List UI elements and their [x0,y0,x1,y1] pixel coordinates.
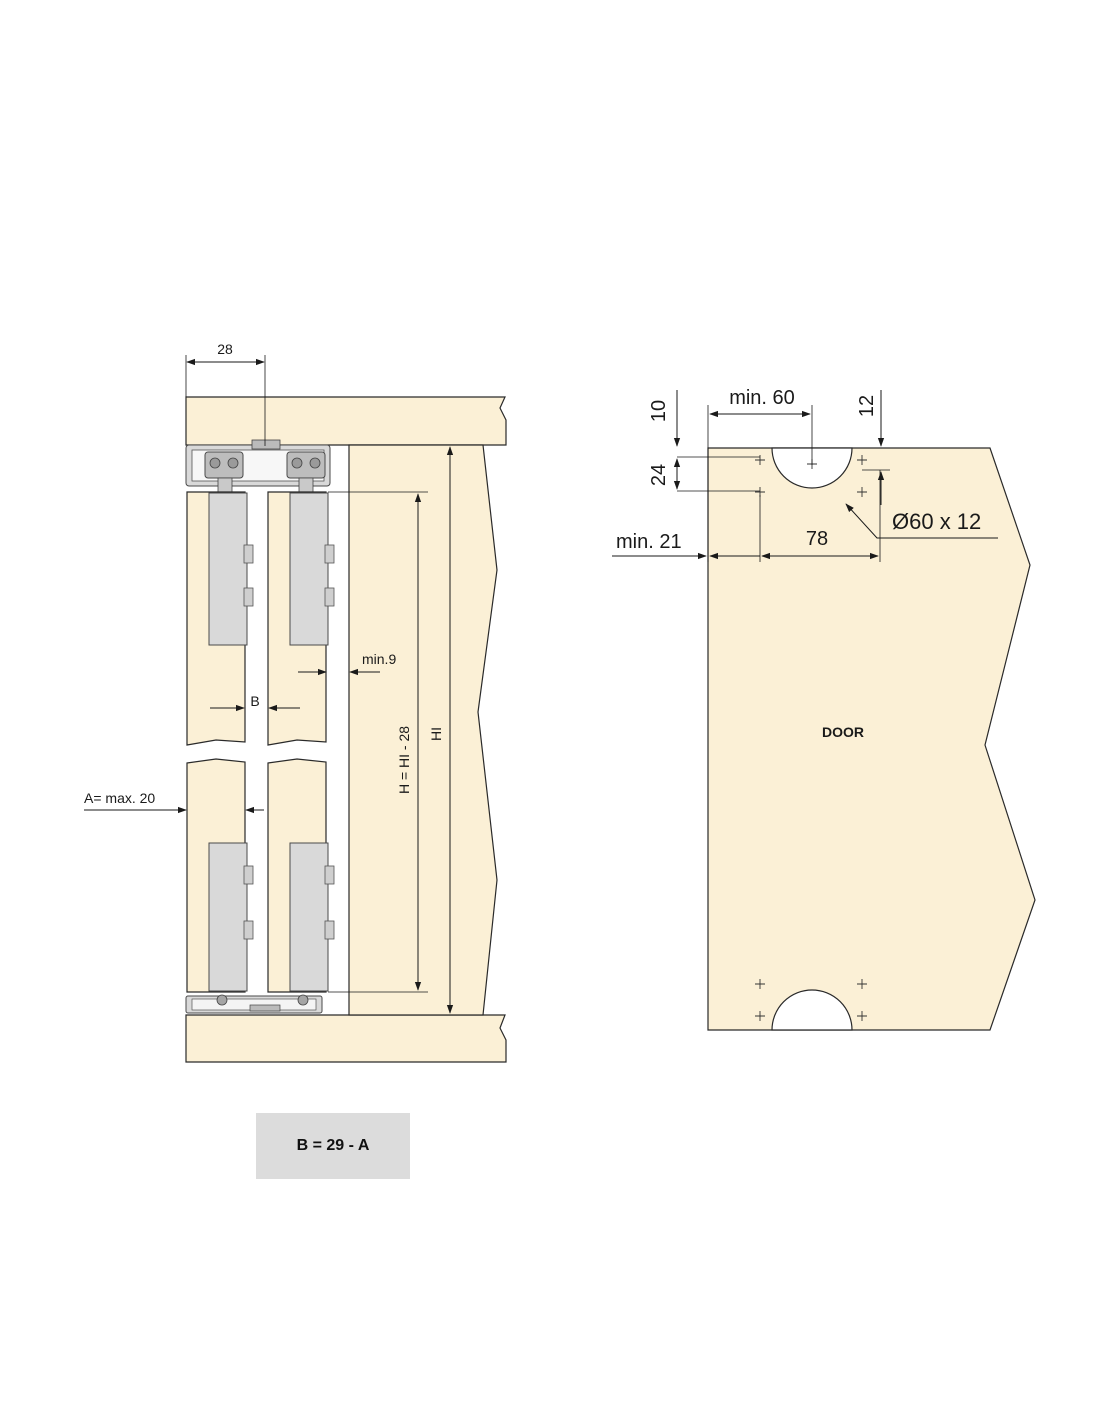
dim-78-label: 78 [806,528,828,550]
dim-12-label: 12 [856,395,878,417]
bottom-guide [185,994,323,1014]
top-rail [185,439,331,493]
dim-h-label: H = HI - 28 [396,726,412,794]
dim-min21-label: min. 21 [616,531,682,553]
top-panel [185,396,507,446]
left-cross-section: 28 B min.9 A= max. 20 H = HI - 28 HI [84,341,507,1063]
upper-hardware [208,492,335,646]
bottom-panel [185,1014,507,1063]
lower-hardware [208,842,335,992]
bottom-screw-marks [755,979,867,1021]
right-door-view: min. 60 10 24 12 min. 21 78 Ø60 x 12 DOO… [612,387,1036,1031]
dim-min60-label: min. 60 [729,387,795,409]
dim-hole-label: Ø60 x 12 [892,509,981,534]
dim-28-label: 28 [217,341,233,357]
door-panel [707,447,1036,1031]
bottom-hinge-hole [771,989,853,1031]
dim-24-label: 24 [648,464,670,486]
dim-b-label: B [250,693,259,709]
formula-box: B = 29 - A [256,1113,410,1179]
door-label: DOOR [822,724,864,740]
dim-10-label: 10 [648,400,670,422]
side-panel [348,444,498,1016]
dim-min9-label: min.9 [362,651,396,667]
top-screw-marks [755,455,867,497]
dim-a-label: A= max. 20 [84,790,155,806]
dim-hi-label: HI [428,727,444,741]
